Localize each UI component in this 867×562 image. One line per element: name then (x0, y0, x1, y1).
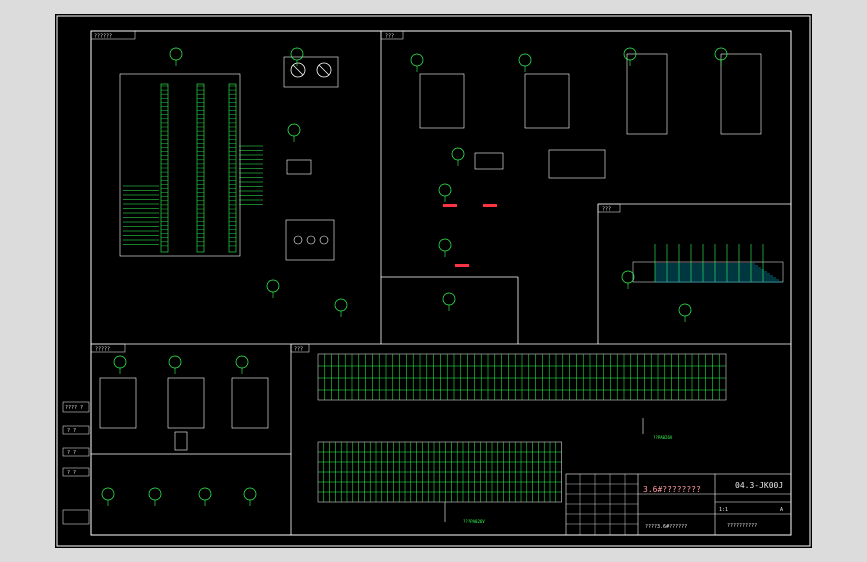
breaker-unit-top (285, 159, 335, 261)
symbol-circle (113, 355, 127, 369)
main-terminal-rows (123, 85, 263, 247)
section-title-top-left: ?????? (94, 34, 112, 40)
inner-frame (90, 30, 792, 536)
symbol-circle (621, 270, 635, 284)
symbol-circle (169, 47, 183, 61)
symbol-circle (678, 303, 692, 317)
accent-marker (483, 204, 497, 207)
section-title-bottom-left: ????? (95, 347, 110, 353)
symbol-circle (168, 355, 182, 369)
side-label-1: ???? ? (65, 405, 83, 411)
title-drawing-number: 04.3-JK00J (735, 481, 783, 490)
side-label-2: ? ? (67, 428, 76, 434)
bus-label-upper: ??PA026V (653, 435, 673, 440)
switch-unit-top (283, 56, 339, 88)
symbol-circle (235, 355, 249, 369)
section-title-bottom-mid: ??? (294, 347, 303, 353)
section-title-mid-right: ??? (602, 207, 611, 213)
accent-marker (443, 204, 457, 207)
symbol-circle (148, 487, 162, 501)
main-terminal-block (119, 73, 241, 257)
side-label-3: ? ? (67, 450, 76, 456)
symbol-circle (518, 53, 532, 67)
title-subtitle: ????3.6#?????? (645, 524, 687, 530)
title-block (565, 473, 792, 536)
symbol-circle (442, 292, 456, 306)
outer-frame (56, 15, 811, 547)
symbol-circle (410, 53, 424, 67)
symbol-circle (438, 183, 452, 197)
terminal-table-lower (317, 441, 562, 503)
symbol-circle (451, 147, 465, 161)
relay-group-top-right (419, 53, 762, 179)
symbol-circle (266, 279, 280, 293)
relay-group-bottom-left (99, 377, 269, 451)
schematic-canvas: ?????? ??? ??? ????? ??? ???? ? ? ? ? ? … (56, 15, 811, 547)
side-label-column: ???? ? ? ? ? ? ? ? (62, 401, 90, 525)
symbol-circle (198, 487, 212, 501)
accent-marker (455, 264, 469, 267)
symbol-circle (287, 123, 301, 137)
section-title-top-right: ??? (385, 34, 394, 40)
component-symbols (101, 47, 728, 506)
bus-label-lower: ???PA026V (463, 519, 485, 524)
title-page: A (780, 507, 783, 513)
symbol-circle (334, 298, 348, 312)
title-block-grid (566, 474, 638, 535)
cable-bundle-mid-right (654, 244, 782, 283)
terminal-table-upper (317, 353, 727, 401)
side-label-4: ? ? (67, 470, 76, 476)
symbol-circle (243, 487, 257, 501)
drawing-sheet: ?????? ??? ??? ????? ??? ???? ? ? ? ? ? … (55, 14, 812, 548)
title-scale: 1:1 (719, 507, 728, 513)
symbol-circle (290, 47, 304, 61)
symbol-circle (438, 238, 452, 252)
title-company: ?????????? (727, 523, 757, 529)
title-main: 3.6#???????? (643, 485, 701, 494)
symbol-circle (101, 487, 115, 501)
